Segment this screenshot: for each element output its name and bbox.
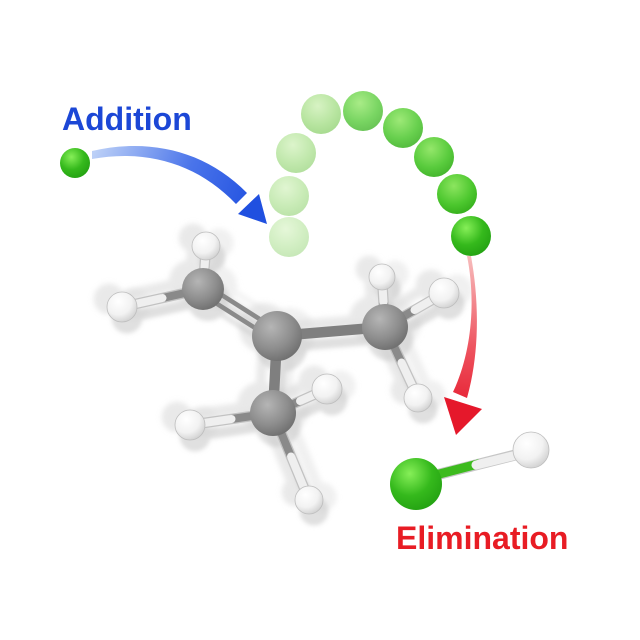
chloride-trajectory bbox=[269, 91, 491, 257]
elimination-arrowhead bbox=[444, 397, 482, 435]
elimination-arrow bbox=[444, 256, 482, 435]
hydrogen-atom bbox=[512, 431, 550, 469]
trajectory-sphere bbox=[414, 137, 454, 177]
trajectory-sphere-head bbox=[451, 216, 491, 256]
trajectory-sphere bbox=[269, 217, 309, 257]
trajectory-sphere bbox=[383, 108, 423, 148]
trajectory-sphere bbox=[437, 174, 477, 214]
trajectory-sphere bbox=[269, 176, 309, 216]
chlorine-atom bbox=[390, 458, 442, 510]
trajectory-sphere bbox=[301, 94, 341, 134]
hcl-product-molecule bbox=[390, 431, 550, 510]
trajectory-sphere bbox=[343, 91, 383, 131]
addition-arrow bbox=[92, 146, 267, 224]
addition-label: Addition bbox=[62, 101, 192, 137]
elimination-label: Elimination bbox=[396, 520, 568, 556]
trajectory-sphere bbox=[276, 133, 316, 173]
addition-arrowhead bbox=[238, 194, 267, 224]
incoming-chloride-ion bbox=[60, 148, 90, 178]
